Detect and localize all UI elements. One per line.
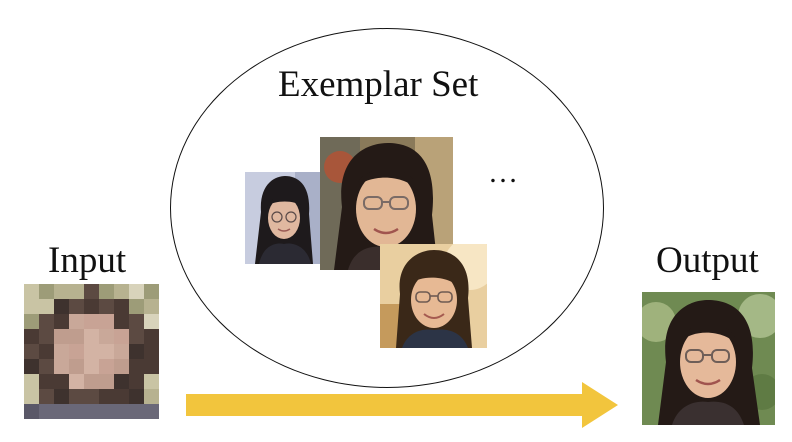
more-exemplars-ellipsis: … (488, 156, 520, 189)
input-label: Input (48, 240, 127, 281)
exemplar-set-ellipse (170, 28, 604, 388)
output-label: Output (656, 240, 759, 281)
restored-output-image (642, 292, 775, 425)
exemplar-photo-3 (380, 244, 487, 348)
exemplar-set-title: Exemplar Set (278, 64, 479, 105)
exemplar-photo-1 (245, 172, 323, 264)
process-arrow-icon (186, 382, 618, 428)
pixelated-input-image (24, 284, 159, 419)
